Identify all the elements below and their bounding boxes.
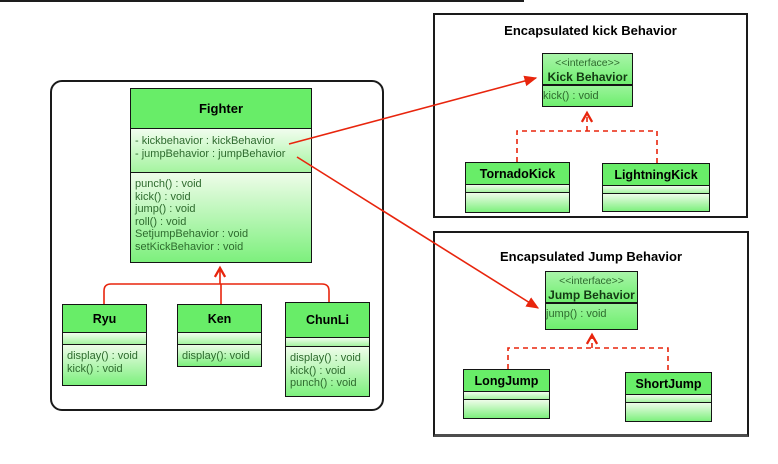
encapsulated-jump-panel (433, 231, 749, 437)
shortjump-attributes-empty (626, 395, 711, 403)
attribute-line: - jumpBehavior : jumpBehavior (135, 147, 286, 160)
ken-methods: display(): void (178, 345, 261, 366)
class-box-ken: Ken display(): void (177, 304, 262, 367)
class-name-ryu: Ryu (63, 305, 146, 333)
class-name-shortjump: ShortJump (626, 373, 711, 395)
interface-name-kick-behavior: Kick Behavior (547, 70, 628, 84)
top-border-line (0, 0, 524, 2)
kick-interface-header: <<interface>> Kick Behavior (543, 54, 632, 84)
method-line: punch() : void (135, 178, 202, 190)
method-line: jump() : void (135, 203, 196, 216)
method-line: kick() : void (290, 364, 346, 377)
class-box-chunli: ChunLi display() : void kick() : void pu… (285, 302, 370, 397)
ryu-methods: display() : void kick() : void (63, 345, 146, 385)
ryu-attributes-empty (63, 333, 146, 345)
method-line: kick() : void (135, 190, 191, 203)
class-name-lightningkick: LightningKick (603, 164, 709, 186)
class-box-tornadokick: TornadoKick (465, 162, 570, 213)
chunli-methods: display() : void kick() : void punch() :… (286, 347, 369, 396)
method-line: display() : void (290, 352, 361, 364)
shortjump-methods-empty (626, 403, 711, 421)
ken-attributes-empty (178, 333, 261, 345)
method-line: SetjumpBehavior : void (135, 228, 249, 241)
chunli-attributes-empty (286, 338, 369, 347)
attribute-line: - kickbehavior : kickBehavior (135, 135, 275, 147)
interface-name-jump-behavior: Jump Behavior (548, 288, 635, 302)
tornadokick-methods-empty (466, 193, 569, 212)
method-line: jump() : void (546, 308, 607, 320)
class-box-fighter: Fighter - kickbehavior : kickBehavior - … (130, 88, 312, 263)
jump-panel-title: Encapsulated Jump Behavior (499, 249, 683, 264)
lightningkick-attributes-empty (603, 186, 709, 194)
class-name-ken: Ken (178, 305, 261, 333)
class-name-fighter: Fighter (131, 89, 311, 129)
class-name-tornadokick: TornadoKick (466, 163, 569, 185)
fighter-attributes: - kickbehavior : kickBehavior - jumpBeha… (131, 129, 311, 173)
class-box-shortjump: ShortJump (625, 372, 712, 422)
tornadokick-attributes-empty (466, 185, 569, 193)
class-box-ryu: Ryu display() : void kick() : void (62, 304, 147, 386)
class-name-chunli: ChunLi (286, 303, 369, 338)
class-box-lightningkick: LightningKick (602, 163, 710, 212)
class-name-longjump: LongJump (464, 370, 549, 392)
longjump-attributes-empty (464, 392, 549, 400)
method-line: display(): void (182, 350, 250, 362)
method-line: display() : void (67, 350, 138, 362)
jump-interface-methods: jump() : void (546, 302, 637, 329)
longjump-methods-empty (464, 400, 549, 418)
method-line: kick() : void (67, 362, 123, 375)
method-line: punch() : void (290, 377, 357, 390)
jump-interface-header: <<interface>> Jump Behavior (546, 272, 637, 302)
interface-box-kick-behavior: <<interface>> Kick Behavior kick() : voi… (542, 53, 633, 107)
method-line: kick() : void (543, 90, 599, 102)
interface-box-jump-behavior: <<interface>> Jump Behavior jump() : voi… (545, 271, 638, 330)
kick-panel-title: Encapsulated kick Behavior (504, 23, 677, 38)
method-line: setKickBehavior : void (135, 240, 244, 253)
interface-stereotype: <<interface>> (555, 57, 620, 69)
fighter-methods: punch() : void kick() : void jump() : vo… (131, 173, 311, 262)
method-line: roll() : void (135, 215, 187, 228)
class-box-longjump: LongJump (463, 369, 550, 419)
lightningkick-methods-empty (603, 194, 709, 211)
kick-interface-methods: kick() : void (543, 84, 632, 106)
interface-stereotype: <<interface>> (559, 275, 624, 287)
